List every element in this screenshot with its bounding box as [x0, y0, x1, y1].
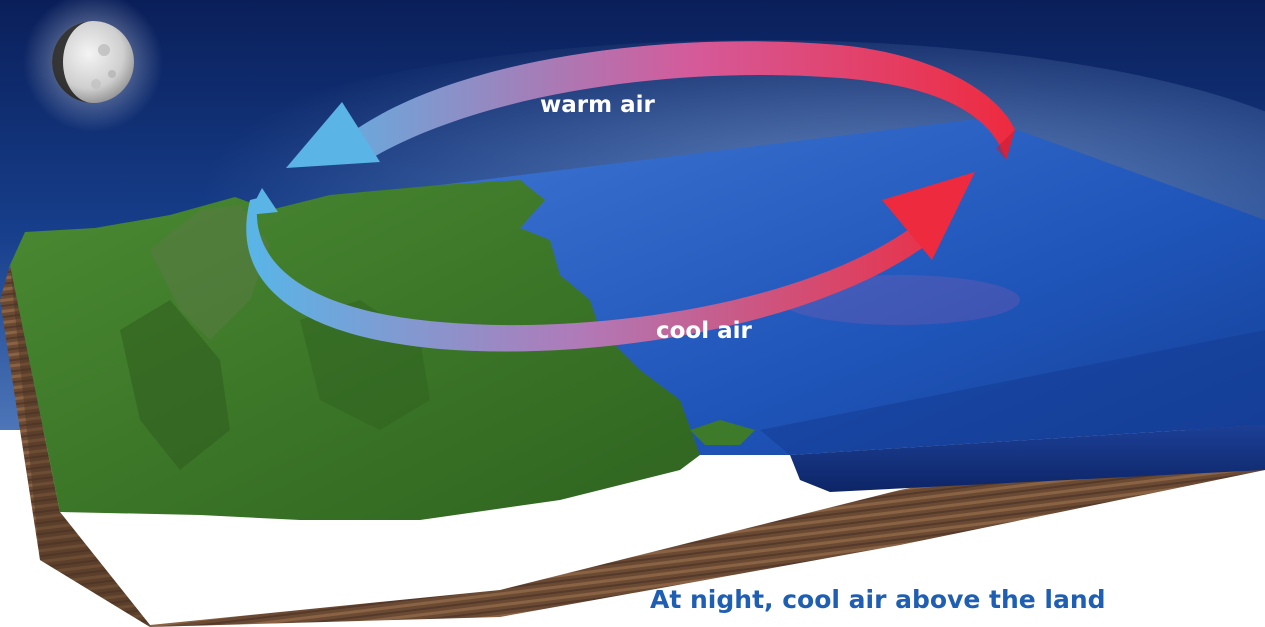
- moon-icon: [23, 0, 163, 132]
- cool-air-label: cool air: [656, 318, 752, 344]
- soil-layers: [0, 265, 1265, 627]
- ocean: [440, 118, 1265, 492]
- warm-air-label: warm air: [540, 92, 655, 118]
- cool-air-arrow: [246, 172, 975, 352]
- curved-arrow-icon: [246, 198, 926, 352]
- land-terrain: [10, 180, 755, 520]
- curved-arrow-icon: [348, 41, 1015, 160]
- warm-air-arrow: [286, 41, 1015, 168]
- figure-caption: At night, cool air above the land: [650, 585, 1106, 614]
